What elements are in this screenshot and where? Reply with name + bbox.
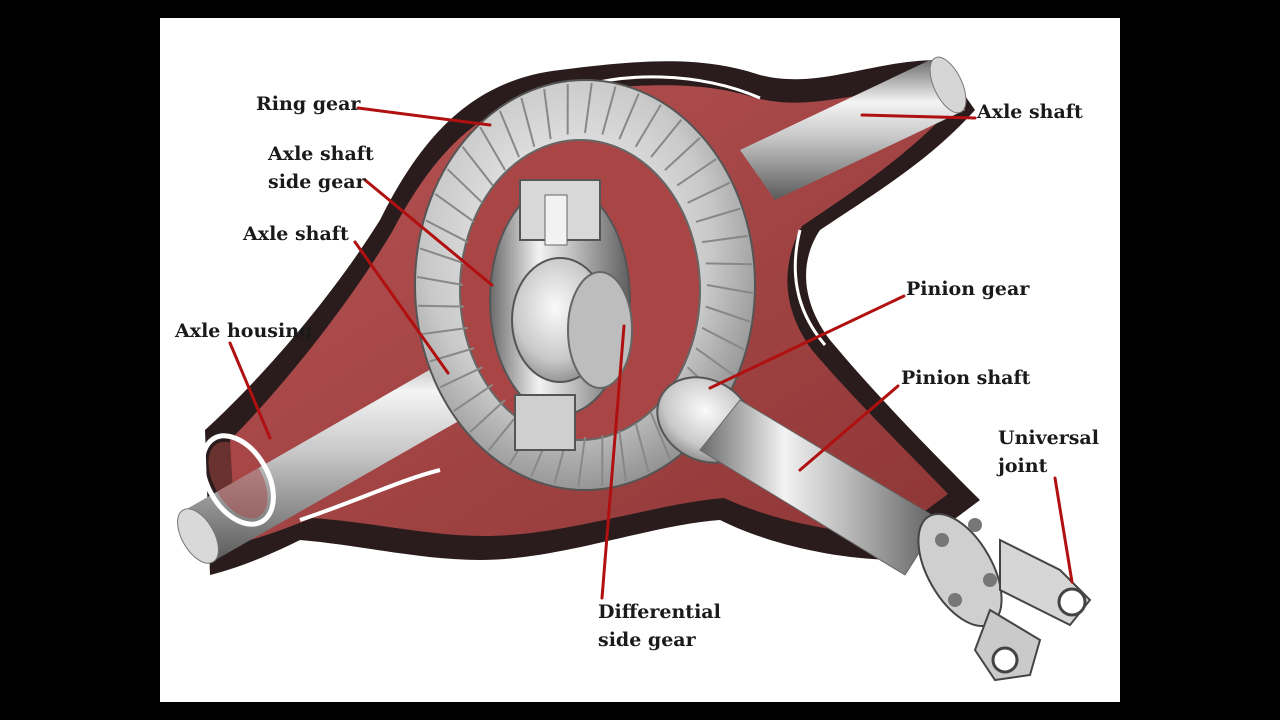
ring-gear-tooth [618, 430, 627, 482]
ring-gear-tooth [634, 423, 650, 473]
universal-joint-shape [917, 512, 1092, 682]
label-differential-side-gear-line2: side gear [598, 629, 697, 651]
leader-pinion-gear [708, 294, 906, 390]
ring-gear-tooth [417, 304, 465, 308]
ring-gear-tooth [498, 110, 520, 158]
ring-gear-tooth [701, 234, 749, 244]
ring-gear-tooth [520, 97, 536, 147]
ring-gear-tooth [618, 93, 640, 140]
ring-gear-tooth [601, 86, 617, 135]
ring-gear-tooth [705, 305, 751, 323]
ring-gear-tooth [416, 275, 464, 286]
ring-gear-tooth [461, 146, 494, 187]
ring-gear-tooth [421, 326, 469, 336]
leader-differential-side-gear [600, 324, 626, 600]
ring-gear-tooth [687, 181, 731, 204]
ring-gear-tooth [584, 83, 593, 134]
ring-gear-tooth [434, 192, 475, 223]
leader-axle-shaft-left [353, 240, 450, 375]
ring-gear-tooth [701, 326, 745, 351]
axle-shaft-right-shape [740, 56, 967, 200]
label-axle-shaft-left: Axle shaft [242, 223, 349, 245]
pinion-assembly-shape [656, 376, 941, 576]
ring-gear-tooth [650, 118, 683, 158]
leader-axle-housing [228, 341, 272, 440]
label-ring-gear: Ring gear [256, 93, 361, 115]
ring-gear-tooth [705, 262, 753, 266]
ring-gear-tooth [425, 219, 469, 244]
leader-pinion-shaft [798, 384, 900, 472]
leader-axle-shaft-right [860, 113, 977, 120]
ring-gear-tooth [479, 126, 506, 171]
label-universal-joint-line2: joint [996, 455, 1048, 477]
ring-gear-tooth [543, 88, 552, 140]
ring-gear-tooth [695, 347, 736, 378]
ring-gear-tooth [706, 284, 754, 295]
ring-gear-tooth [453, 383, 494, 412]
ring-gear-tooth [695, 207, 741, 223]
ring-gear-tooth [487, 412, 520, 452]
label-differential-side-gear-line1: Differential [598, 601, 721, 623]
leader-axle-shaft-side-gear [363, 178, 494, 287]
ring-gear-tooth [419, 247, 465, 265]
leader-ring-gear [356, 106, 492, 127]
labels: Ring gear Axle shaft Axle shaft side gea… [174, 93, 1099, 651]
ring-gear-tooth [676, 158, 717, 187]
label-pinion-gear: Pinion gear [906, 278, 1030, 300]
ring-gear-tooth [446, 168, 484, 204]
ring-gear-tooth [469, 399, 506, 433]
ring-gear-tooth [577, 436, 586, 487]
label-universal-joint-line1: Universal [998, 427, 1099, 449]
label-axle-shaft-side-gear-line2: side gear [268, 171, 367, 193]
ring-gear-tooth [664, 137, 701, 171]
leader-lines [228, 106, 1074, 600]
label-axle-shaft-side-gear-line1: Axle shaft [267, 143, 374, 165]
label-pinion-shaft: Pinion shaft [901, 367, 1031, 389]
ring-gear-tooth [439, 366, 483, 389]
leader-universal-joint [1053, 476, 1074, 584]
ring-gear-tooth [650, 412, 672, 460]
label-axle-housing: Axle housing [174, 320, 312, 342]
label-axle-shaft-right: Axle shaft [976, 101, 1083, 123]
ring-gear-tooth [634, 104, 662, 148]
